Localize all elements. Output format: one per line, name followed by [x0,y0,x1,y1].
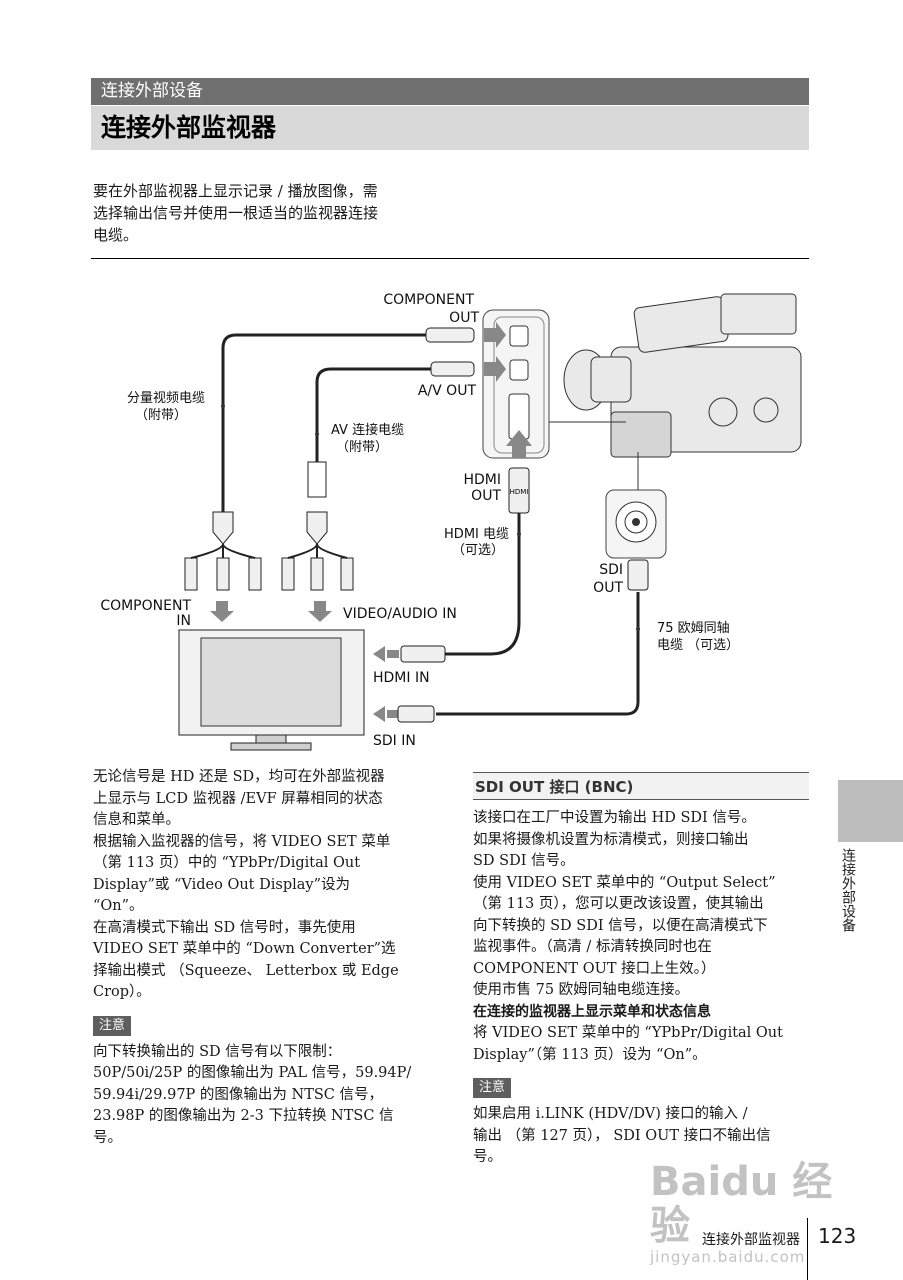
side-tab-label: 连接外部设备 [840,848,856,932]
label-component-out-2: OUT [449,310,479,326]
page-title: 连接外部监视器 [91,106,809,150]
watermark: Baidu 经验 jingyan.baidu.com [650,1160,850,1266]
section-heading-sdi-out: SDI OUT 接口 (BNC) [473,772,809,800]
section-header: 连接外部设备 [91,78,809,105]
paragraph: 在高清模式下输出 SD 信号时，事先使用 VIDEO SET 菜单中的 “Dow… [93,919,399,1001]
watermark-url: jingyan.baidu.com [650,1248,806,1266]
label-hdmi-in: HDMI IN [373,670,430,686]
connection-diagram: HDMI COMPONENT OUT A/V OUT HDMI OUT SDI … [100,292,802,751]
note-badge: 注意 [473,1078,512,1098]
intro-line: 要在外部监视器上显示记录 / 播放图像，需 [93,182,378,200]
arrows [210,322,532,722]
hdmi-plug-label: HDMI [510,488,529,496]
side-tab [838,780,903,842]
label-component-cable-2: （附带） [135,408,187,423]
label-coax-cable-2: 电缆 （可选） [657,637,739,653]
label-component-in-1: COMPONENT [100,598,191,614]
label-hdmi-out-2: OUT [471,488,501,504]
right-column: 该接口在工厂中设置为输出 HD SDI 信号。 如果将摄像机设置为标清模式，则接… [473,808,813,1169]
plugs [184,327,649,723]
monitor-illustration [178,629,365,751]
label-av-cable-2: （附带） [336,440,388,455]
label-hdmi-cable-1: HDMI 电缆 [444,526,509,542]
left-column: 无论信号是 HD 还是 SD，均可在外部监视器 上显示与 LCD 监视器 /EV… [93,767,438,1149]
note-text: 如果启用 i.LINK (HDV/DV) 接口的输入 / 输出 （第 127 页… [473,1106,771,1165]
subheading: 在连接的监视器上显示菜单和状态信息 [473,1003,711,1020]
label-sdi-out-2: OUT [593,580,623,596]
label-sdi-out-1: SDI [599,562,623,578]
label-video-audio-in: VIDEO/AUDIO IN [343,606,457,622]
sdi-callout [605,452,667,559]
cables [221,333,640,716]
label-av-cable-1: AV 连接电缆 [331,422,404,438]
paragraph: 无论信号是 HD 还是 SD，均可在外部监视器 上显示与 LCD 监视器 /EV… [93,769,385,828]
watermark-logo: Baidu 经验 [650,1159,833,1249]
label-component-in-2: IN [176,613,191,629]
camcorder-illustration [563,293,802,458]
label-hdmi-cable-2: （可选） [452,543,504,558]
label-component-cable-1: 分量视频电缆 [127,390,205,406]
divider [91,258,809,259]
intro-text: 要在外部监视器上显示记录 / 播放图像，需 选择输出信号并使用一根适当的监视器连… [93,180,428,246]
paragraph: 根据输入监视器的信号，将 VIDEO SET 菜单 （第 113 页）中的 “Y… [93,833,391,915]
intro-line: 选择输出信号并使用一根适当的监视器连接 [93,204,379,222]
label-av-out: A/V OUT [418,383,477,399]
label-hdmi-out-1: HDMI [463,472,501,488]
paragraph: 该接口在工厂中设置为输出 HD SDI 信号。 如果将摄像机设置为标清模式，则接… [473,810,776,998]
paragraph: 将 VIDEO SET 菜单中的 “YPbPr/Digital Out Disp… [473,1025,783,1063]
connector-panel [482,309,626,459]
intro-line: 电缆。 [93,226,139,244]
note-text: 向下转换输出的 SD 信号有以下限制： 50P/50i/25P 的图像输出为 P… [93,1043,412,1146]
note-badge: 注意 [93,1015,132,1036]
footer-title: 连接外部监视器 [702,1232,800,1248]
page-number: 123 [818,1224,857,1248]
label-component-out-1: COMPONENT [383,292,474,308]
label-sdi-in: SDI IN [373,733,416,749]
label-coax-cable-1: 75 欧姆同轴 [657,621,730,636]
footer-divider [807,1218,808,1280]
